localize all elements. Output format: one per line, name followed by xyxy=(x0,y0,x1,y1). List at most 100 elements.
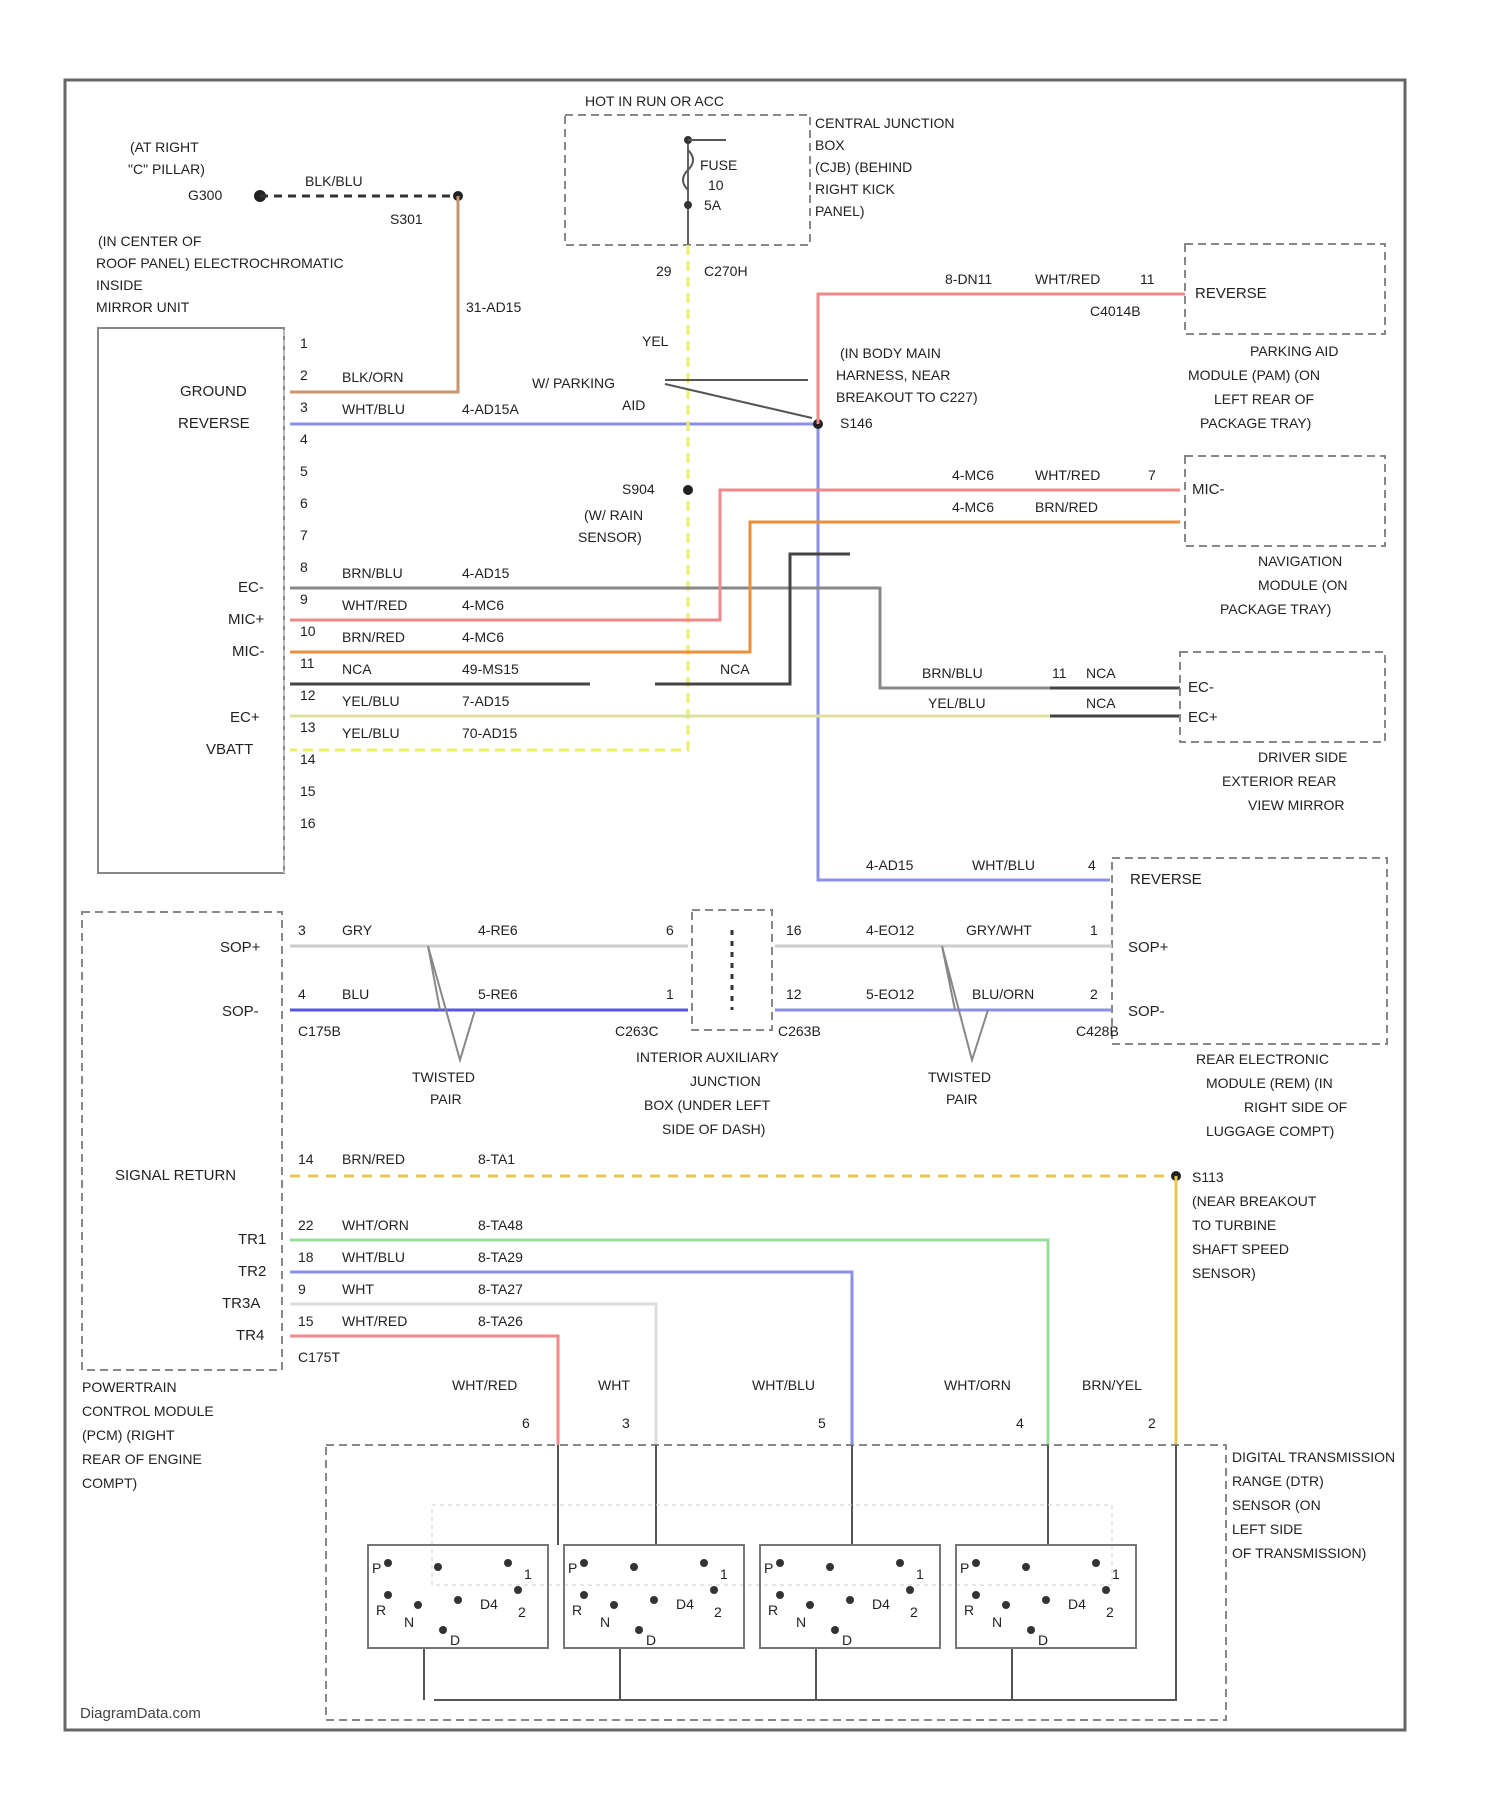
pam-line-2: MODULE (PAM) (ON xyxy=(1188,367,1320,383)
nav-mic-label: MIC- xyxy=(1192,481,1225,498)
drv-line-2: EXTERIOR REAR xyxy=(1222,773,1336,789)
fuse-label-1: FUSE xyxy=(700,157,737,173)
g300-line-1: (AT RIGHT xyxy=(130,139,199,155)
tr3a-label: TR3A xyxy=(222,1295,260,1312)
mirror-line-2: ROOF PANEL) ELECTROCHROMATIC xyxy=(96,255,344,271)
tr4-circuit: 8-TA26 xyxy=(478,1313,523,1329)
iajb-c-left: C263C xyxy=(615,1023,659,1039)
tr2-label: TR2 xyxy=(238,1263,266,1280)
tr4-label: TR4 xyxy=(236,1327,264,1344)
g300-id: G300 xyxy=(188,187,222,203)
twisted-1-l1: TWISTED xyxy=(412,1069,475,1085)
s904-line-1: (W/ RAIN xyxy=(584,507,643,523)
tr2-pin: 18 xyxy=(298,1249,314,1265)
s113-line-3: SHAFT SPEED xyxy=(1192,1241,1289,1257)
drv-ec-minus-label: EC- xyxy=(1188,679,1214,696)
cjb-line-4: RIGHT KICK xyxy=(815,181,896,197)
pcm-line-1: POWERTRAIN xyxy=(82,1379,177,1395)
dtr-w2-pin: 3 xyxy=(622,1415,630,1431)
pcm-sop-minus-pin: 4 xyxy=(298,986,306,1002)
s113-line-4: SENSOR) xyxy=(1192,1265,1256,1281)
cjb-pin: 29 xyxy=(656,263,672,279)
tr2-circuit: 8-TA29 xyxy=(478,1249,523,1265)
svg-text:1: 1 xyxy=(720,1566,728,1582)
svg-text:P: P xyxy=(568,1560,577,1576)
dtr-line-2: RANGE (DTR) xyxy=(1232,1473,1324,1489)
drv-w2-color: YEL/BLU xyxy=(928,695,986,711)
signal-return-circuit: 8-TA1 xyxy=(478,1151,515,1167)
mirror-mic-plus-label: MIC+ xyxy=(228,611,264,628)
signal-return-color: BRN/RED xyxy=(342,1151,405,1167)
pcm-sop-connector: C175B xyxy=(298,1023,341,1039)
wire-11-circuit: 49-MS15 xyxy=(462,661,519,677)
ground-wire xyxy=(290,196,458,392)
nav-w2-color: BRN/RED xyxy=(1035,499,1098,515)
pcm-connector-2: C175T xyxy=(298,1349,340,1365)
dtr-line-5: OF TRANSMISSION) xyxy=(1232,1545,1366,1561)
pcm-sop-plus-pin-r: 6 xyxy=(666,922,674,938)
wire-11-color: NCA xyxy=(342,661,372,677)
dtr-switch-2: PRNDD421 xyxy=(564,1545,744,1648)
svg-text:1: 1 xyxy=(1112,1566,1120,1582)
rem-reverse-color: WHT/BLU xyxy=(972,857,1035,873)
rem-sop-plus-label: SOP+ xyxy=(1128,939,1169,956)
svg-text:D4: D4 xyxy=(1068,1596,1086,1612)
tr4-color: WHT/RED xyxy=(342,1313,407,1329)
s146-line-2: HARNESS, NEAR xyxy=(836,367,950,383)
iajb-line-4: SIDE OF DASH) xyxy=(662,1121,765,1137)
tr3a-pin: 9 xyxy=(298,1281,306,1297)
rem-line-2: MODULE (REM) (IN xyxy=(1206,1075,1333,1091)
pam-reverse-label: REVERSE xyxy=(1195,285,1267,302)
mirror-pin-13: 13 xyxy=(300,719,316,735)
mirror-pin-5: 5 xyxy=(300,463,308,479)
tr4-pin: 15 xyxy=(298,1313,314,1329)
twisted-2-l1: TWISTED xyxy=(928,1069,991,1085)
svg-text:2: 2 xyxy=(1106,1604,1114,1620)
svg-text:1: 1 xyxy=(916,1566,924,1582)
drv-w1-pin: 11 xyxy=(1052,665,1067,681)
cjb-line-3: (CJB) (BEHIND xyxy=(815,159,912,175)
s113-line-1: (NEAR BREAKOUT xyxy=(1192,1193,1317,1209)
reverse-top-circuit: 8-DN11 xyxy=(945,271,992,287)
dtr-w4-pin: 4 xyxy=(1016,1415,1024,1431)
svg-text:R: R xyxy=(768,1602,778,1618)
s301-label: S301 xyxy=(390,211,423,227)
svg-text:R: R xyxy=(572,1602,582,1618)
svg-text:D: D xyxy=(1038,1632,1048,1648)
yel-label: YEL xyxy=(642,333,669,349)
mirror-pin-9: 9 xyxy=(300,591,308,607)
s146-id: S146 xyxy=(840,415,873,431)
mirror-pin-7: 7 xyxy=(300,527,308,543)
wire-3-color: WHT/BLU xyxy=(342,401,405,417)
drv-w2-nca: NCA xyxy=(1086,695,1116,711)
watermark: DiagramData.com xyxy=(80,1705,201,1722)
wire-12-circuit: 7-AD15 xyxy=(462,693,510,709)
mirror-line-1: (IN CENTER OF xyxy=(98,233,201,249)
dtr-line-1: DIGITAL TRANSMISSION xyxy=(1232,1449,1395,1465)
dtr-w3-pin: 5 xyxy=(818,1415,826,1431)
wire-13-circuit: 70-AD15 xyxy=(462,725,517,741)
s904-line-2: SENSOR) xyxy=(578,529,642,545)
svg-text:1: 1 xyxy=(524,1566,532,1582)
w-parking-line-2: AID xyxy=(622,397,645,413)
rem-sop-plus-circuit: 4-EO12 xyxy=(866,922,914,938)
pam-line-1: PARKING AID xyxy=(1250,343,1338,359)
signal-return-label: SIGNAL RETURN xyxy=(115,1167,236,1184)
svg-text:N: N xyxy=(796,1614,806,1630)
svg-text:D: D xyxy=(842,1632,852,1648)
mirror-pin-14: 14 xyxy=(300,751,316,767)
wire-8-color: BRN/BLU xyxy=(342,565,403,581)
drv-w1-color: BRN/BLU xyxy=(922,665,983,681)
nca-mid-label: NCA xyxy=(720,661,750,677)
cjb-line-2: BOX xyxy=(815,137,845,153)
mirror-pin-10: 10 xyxy=(300,623,316,639)
fuse-label-3: 5A xyxy=(704,197,722,213)
reverse-top-pin: 11 xyxy=(1140,271,1155,287)
pcm-line-3: (PCM) (RIGHT xyxy=(82,1427,175,1443)
wire-10-color: BRN/RED xyxy=(342,629,405,645)
svg-text:2: 2 xyxy=(518,1604,526,1620)
drv-line-3: VIEW MIRROR xyxy=(1248,797,1344,813)
nav-w2-circuit: 4-MC6 xyxy=(952,499,994,515)
